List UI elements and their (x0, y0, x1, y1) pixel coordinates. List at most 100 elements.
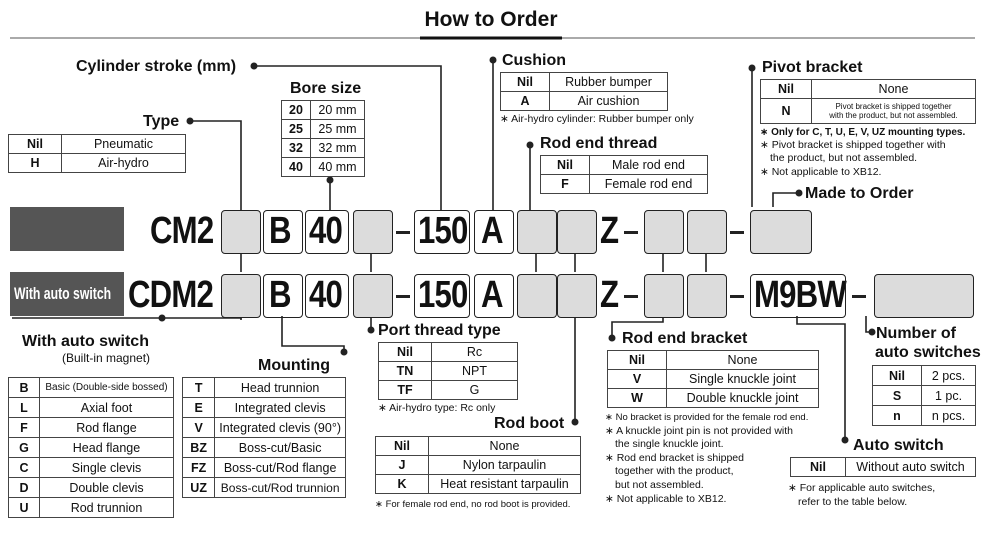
port-slot (353, 274, 393, 318)
with-auto-switch-sub: (Built-in magnet) (62, 351, 151, 365)
mounting-slot (263, 210, 303, 254)
bore-size-heading: Bore size (290, 80, 362, 97)
cushion-note: ∗ Air-hydro cylinder: Rubber bumper only (500, 113, 694, 125)
rod-boot-heading: Rod boot (494, 415, 565, 432)
pivot-note-4: ∗ Not applicable to XB12. (760, 166, 882, 178)
num-switches-heading-1: Number of (876, 325, 956, 342)
pivot-bracket-slot (687, 210, 727, 254)
dash (624, 231, 638, 234)
rod-end-bracket-slot (644, 274, 684, 318)
rod-end-bracket-note-4: ∗ Rod end bracket is shipped (605, 452, 744, 464)
made-to-order-heading: Made to Order (805, 185, 914, 202)
page-title: How to Order (424, 8, 558, 31)
mounting-heading: Mounting (258, 357, 330, 374)
cushion-code: A (481, 274, 504, 316)
rod-end-bracket-note-1: ∗ No bracket is provided for the female … (605, 412, 809, 423)
rod-end-bracket-note-7: ∗ Not applicable to XB12. (605, 493, 727, 505)
auto-switch-note-2: refer to the table below. (798, 496, 908, 508)
mounting-code: B (269, 210, 292, 252)
z-code: Z (600, 210, 619, 252)
model-prefix-cm2: CM2 (150, 210, 214, 252)
auto-switch-chip: With auto switch (10, 272, 124, 316)
rod-boot-slot (557, 210, 597, 254)
rod-end-bracket-note-5: together with the product, (615, 465, 734, 477)
num-switches-slot (874, 274, 974, 318)
type-slot (221, 274, 261, 318)
rod-boot-slot (557, 274, 597, 318)
rod-end-thread-slot (517, 274, 557, 318)
bore-slot (305, 274, 349, 318)
pivot-bracket-heading: Pivot bracket (762, 59, 863, 76)
dash (396, 295, 410, 298)
pivot-note-3: the product, but not assembled. (770, 152, 918, 164)
pivot-note-2: ∗ Pivot bracket is shipped together with (760, 139, 946, 151)
cylinder-stroke-heading: Cylinder stroke (mm) (76, 58, 237, 75)
pivot-bracket-slot (687, 274, 727, 318)
cushion-slot (474, 274, 514, 318)
dash (730, 295, 744, 298)
stroke-slot (414, 274, 470, 318)
cushion-heading: Cushion (502, 52, 566, 69)
cushion-code: A (481, 210, 504, 252)
rod-end-bracket-heading: Rod end bracket (622, 330, 748, 347)
z-code: Z (600, 274, 619, 316)
bore-code: 40 (309, 274, 343, 316)
bore-code: 40 (309, 210, 343, 252)
auto-switch-note-1: ∗ For applicable auto switches, (788, 482, 936, 494)
auto-switch-heading: Auto switch (853, 437, 944, 454)
port-thread-heading: Port thread type (378, 322, 501, 339)
num-switches-heading-2: auto switches (875, 344, 981, 361)
rod-boot-note: ∗ For female rod end, no rod boot is pro… (375, 499, 571, 510)
auto-switch-slot (750, 274, 846, 318)
stroke-code: 150 (418, 210, 468, 252)
type-heading: Type (143, 113, 180, 130)
stroke-code: 150 (418, 274, 468, 316)
dash (624, 295, 638, 298)
stroke-slot (414, 210, 470, 254)
rod-end-bracket-note-2: ∗ A knuckle joint pin is not provided wi… (605, 425, 793, 437)
port-slot (353, 210, 393, 254)
rod-end-bracket-note-6: but not assembled. (615, 479, 704, 491)
mounting-slot (263, 274, 303, 318)
